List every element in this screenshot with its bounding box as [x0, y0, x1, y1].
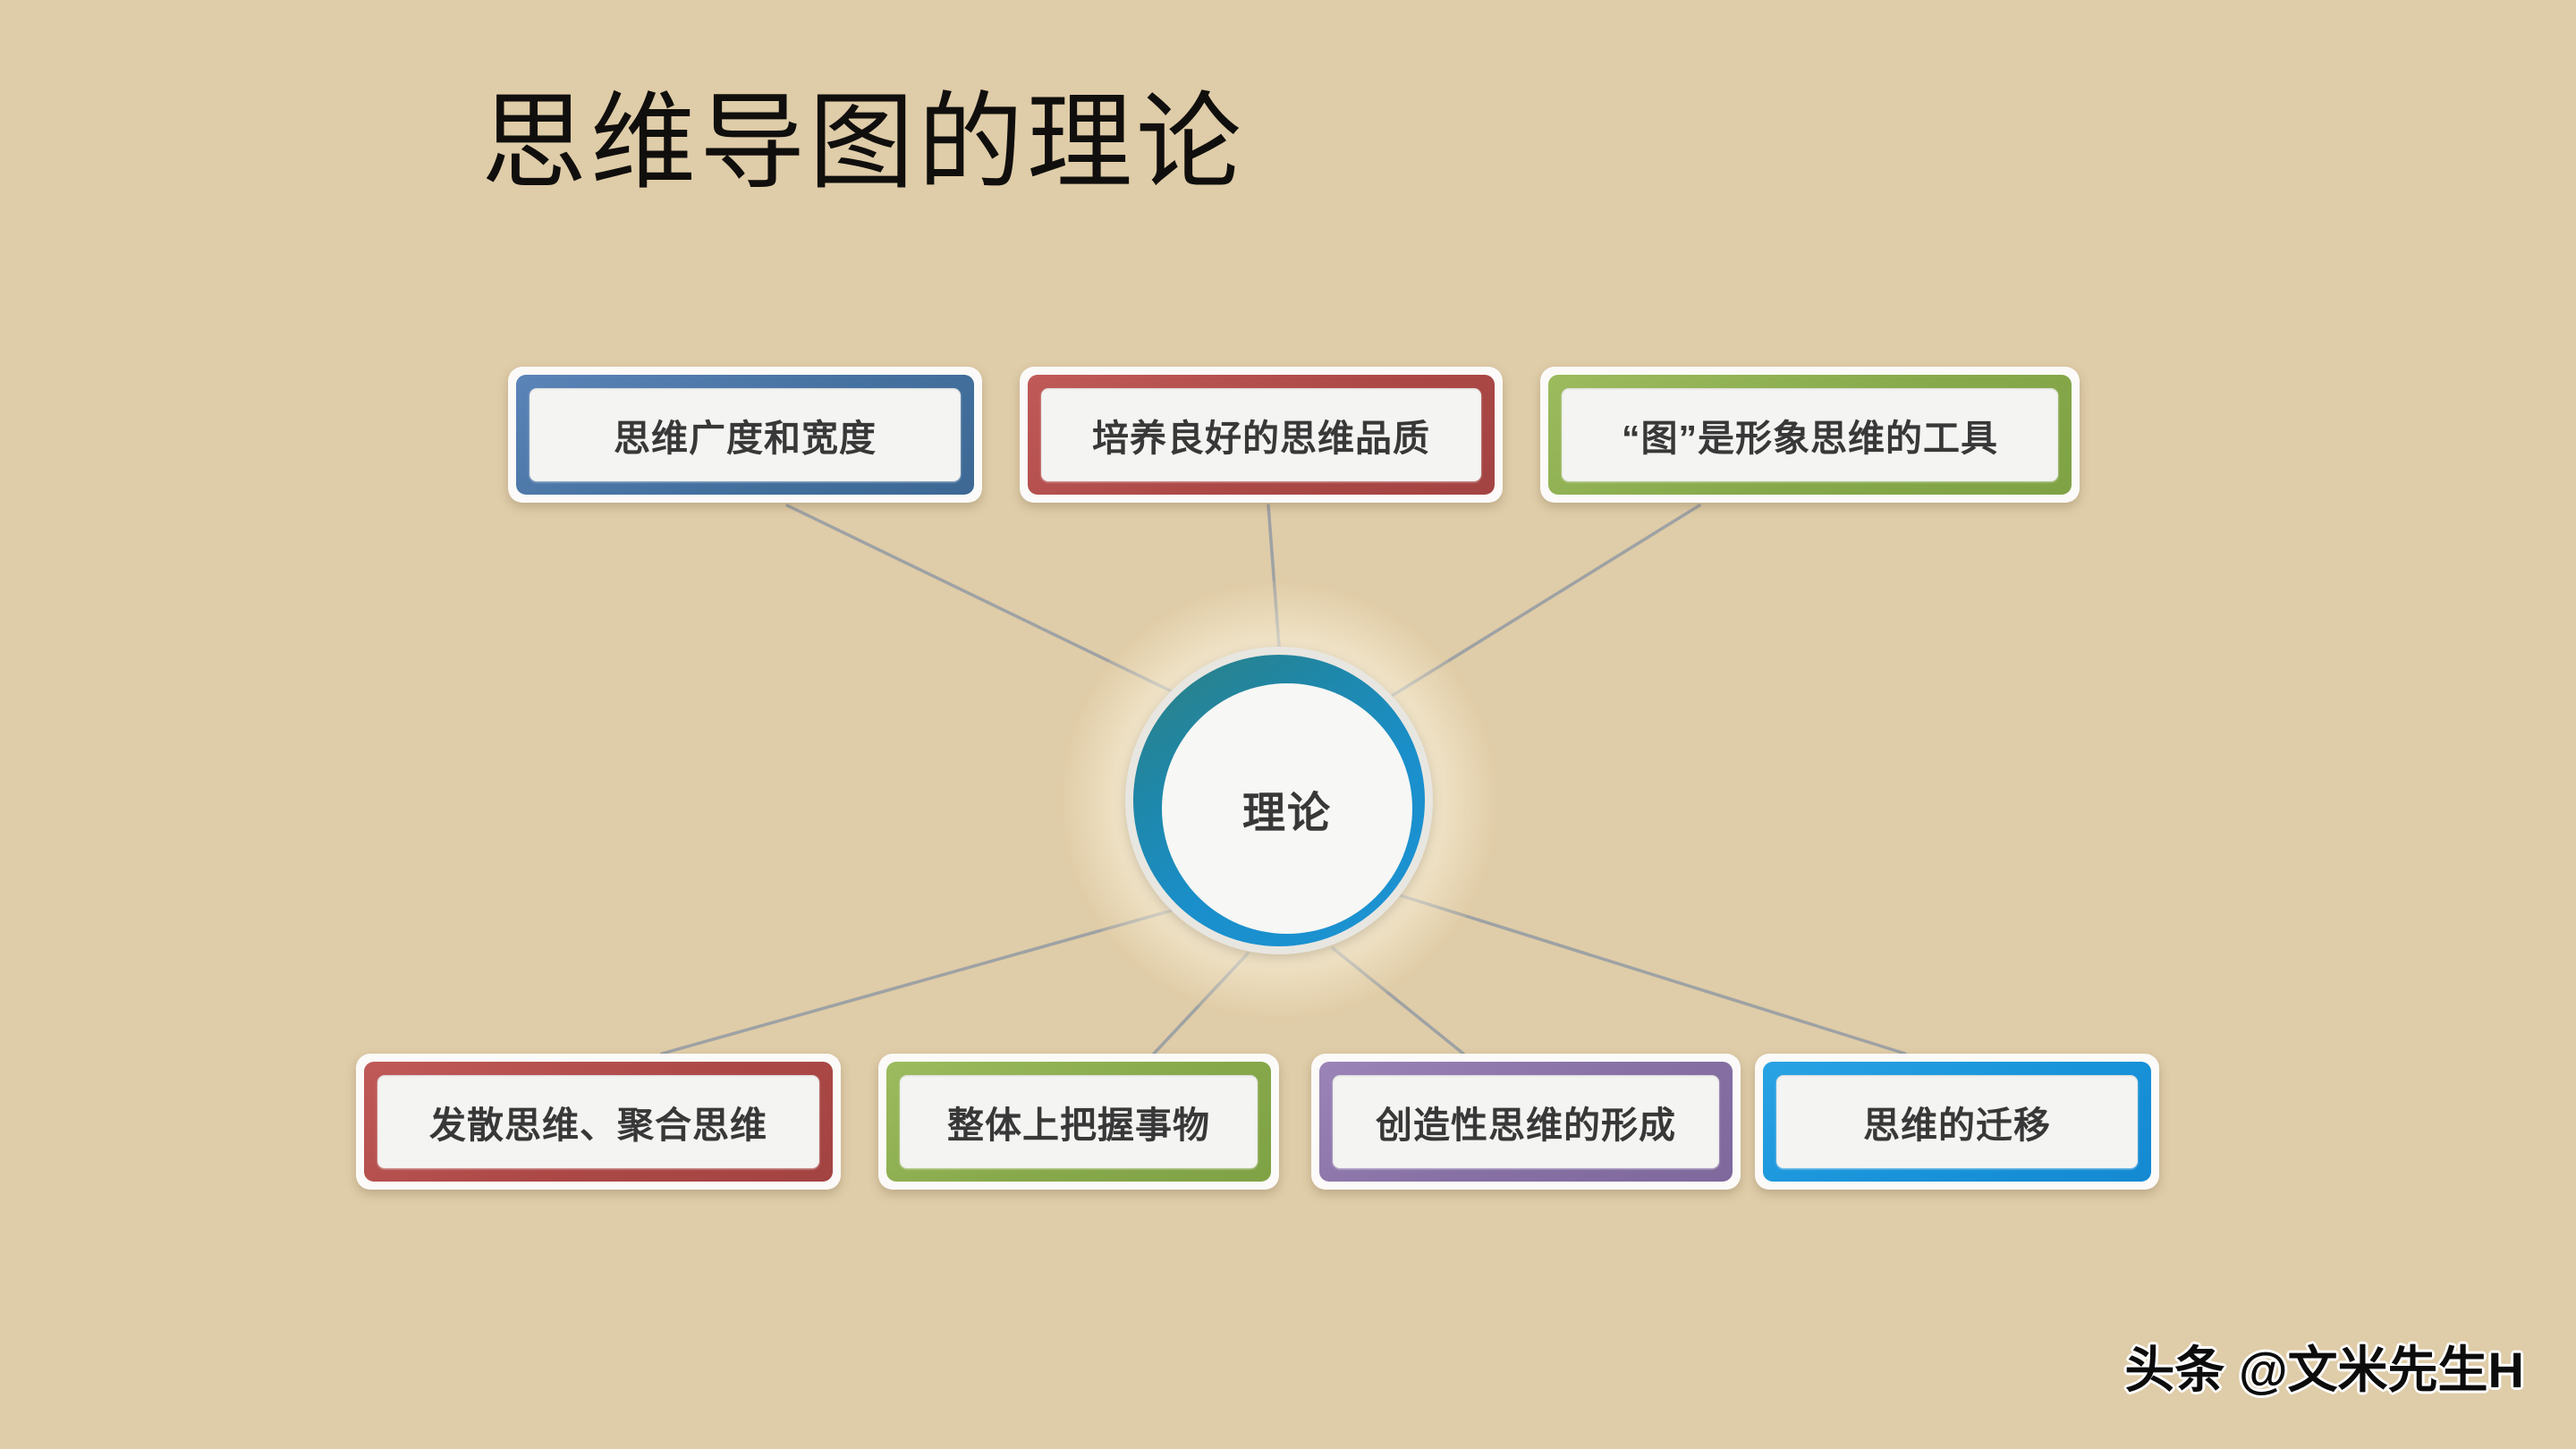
node-band: “图”是形象思维的工具	[1548, 375, 2072, 495]
node-inner: 整体上把握事物	[900, 1075, 1258, 1168]
node-inner: “图”是形象思维的工具	[1562, 388, 2058, 481]
node-bottom-1[interactable]: 发散思维、聚合思维	[356, 1054, 841, 1190]
node-band: 创造性思维的形成	[1319, 1062, 1733, 1182]
center-ring-outer: 理论	[1125, 647, 1433, 954]
center-fill: 理论	[1162, 683, 1412, 934]
connector-to-bottom-4	[1395, 893, 1907, 1055]
node-label: 整体上把握事物	[947, 1105, 1210, 1146]
node-inner: 发散思维、聚合思维	[377, 1075, 819, 1168]
node-inner: 思维的迁移	[1776, 1075, 2138, 1168]
connector-to-bottom-1	[660, 909, 1174, 1055]
node-band: 培养良好的思维品质	[1028, 375, 1495, 495]
node-band: 思维广度和宽度	[516, 375, 974, 495]
node-top-1[interactable]: 思维广度和宽度	[508, 367, 982, 503]
node-top-3[interactable]: “图”是形象思维的工具	[1540, 367, 2080, 503]
node-top-2[interactable]: 培养良好的思维品质	[1020, 367, 1503, 503]
node-inner: 培养良好的思维品质	[1041, 388, 1481, 481]
node-label: 创造性思维的形成	[1376, 1105, 1676, 1146]
page-title: 思维导图的理论	[480, 85, 1245, 202]
node-label: 培养良好的思维品质	[1092, 418, 1430, 459]
node-inner: 思维广度和宽度	[530, 388, 961, 481]
watermark: 头条 @文米先生H	[2124, 1342, 2524, 1398]
center-node[interactable]: 理论	[1059, 580, 1499, 1021]
node-label: 思维的迁移	[1863, 1105, 2051, 1146]
node-bottom-3[interactable]: 创造性思维的形成	[1311, 1054, 1741, 1190]
node-label: “图”是形象思维的工具	[1622, 418, 1998, 459]
node-bottom-4[interactable]: 思维的迁移	[1755, 1054, 2159, 1190]
node-band: 发散思维、聚合思维	[364, 1062, 833, 1182]
center-node-label: 理论	[1241, 790, 1332, 837]
node-band: 整体上把握事物	[886, 1062, 1271, 1182]
node-label: 思维广度和宽度	[614, 418, 877, 459]
node-bottom-2[interactable]: 整体上把握事物	[878, 1054, 1279, 1190]
center-ring: 理论	[1133, 655, 1425, 946]
node-band: 思维的迁移	[1763, 1062, 2151, 1182]
node-inner: 创造性思维的形成	[1333, 1075, 1719, 1168]
node-label: 发散思维、聚合思维	[429, 1105, 767, 1146]
